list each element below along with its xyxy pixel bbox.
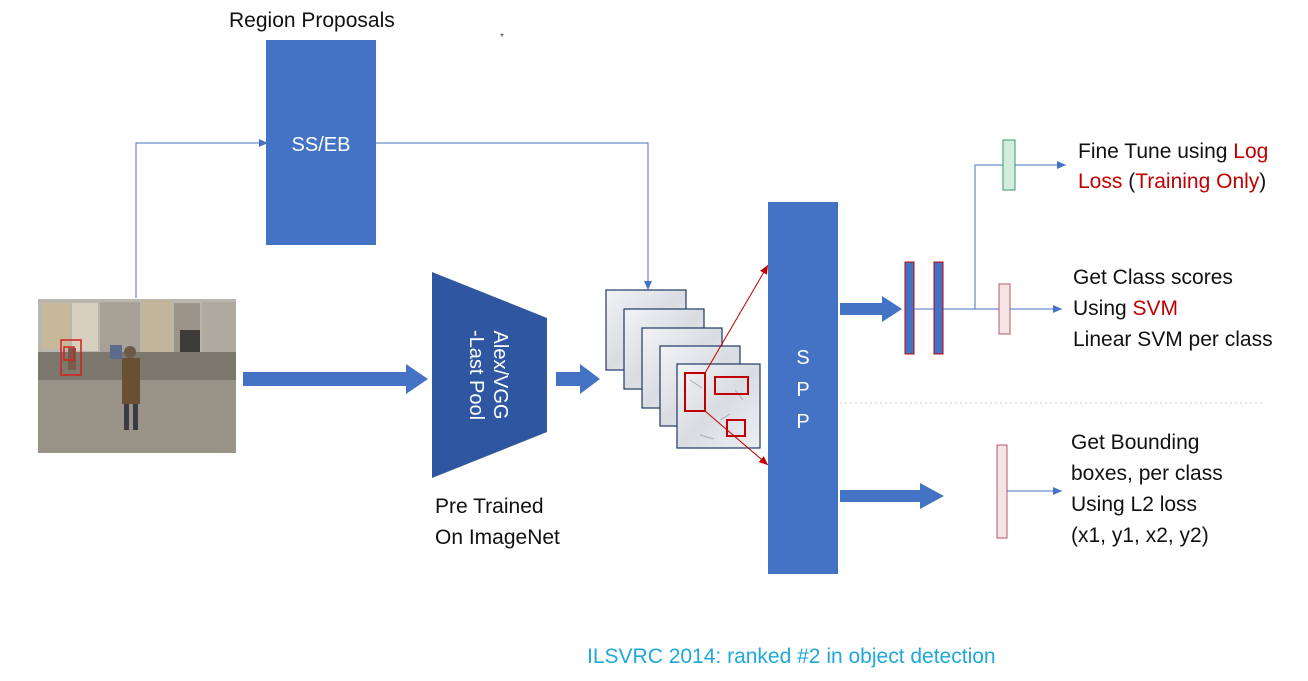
footer-caption: ILSVRC 2014: ranked #2 in object detecti…: [587, 645, 996, 668]
spp-to-bbox-arrow: [840, 483, 944, 509]
roi-boxes: [684, 372, 749, 437]
street-scene-photo: [38, 299, 236, 453]
fine-tune-open-paren: (: [1122, 170, 1136, 193]
image-to-proposals-arrow: [135, 139, 268, 298]
roi-to-spp-bottom-arrow: [704, 410, 769, 466]
cnn-to-featuremap-arrow: [556, 364, 600, 394]
region-proposals-title: Region Proposals: [229, 9, 395, 32]
log-highlight: Log: [1233, 140, 1269, 163]
backbone-label: Alex/VGG: [489, 331, 511, 420]
class-scores-line3: Linear SVM per class: [1073, 328, 1273, 351]
fc-layer-2: [933, 261, 944, 355]
fine-tune-line1-text: Fine Tune using: [1078, 140, 1234, 163]
fc-to-finetune-connector: [943, 164, 1003, 310]
bbox-output-bar: [996, 444, 1008, 539]
feature-map-stack: [605, 289, 761, 449]
class-scores-using: Using: [1073, 297, 1133, 320]
loss-highlight: Loss: [1078, 170, 1123, 193]
bbox-line1: Get Bounding: [1071, 431, 1200, 454]
pretrained-caption-line2: On ImageNet: [435, 526, 560, 549]
fine-tune-line1: Fine Tune using Log: [1078, 136, 1268, 167]
training-only-highlight: Training Only: [1135, 170, 1260, 193]
region-proposal-block: [266, 40, 376, 245]
svg-text:*: *: [500, 32, 504, 43]
fine-tune-output-bar: [1002, 139, 1016, 191]
spp-letter-3: P: [796, 411, 809, 433]
cnn-backbone-block: [432, 272, 547, 478]
class-scores-line1: Get Class scores: [1073, 266, 1233, 289]
proposals-to-featuremap-arrow: [376, 142, 652, 290]
fc-layer-1: [904, 261, 915, 355]
fine-tune-close-paren: ): [1259, 170, 1267, 193]
bbox-line3: Using L2 loss: [1071, 493, 1198, 516]
spp-layer-block: [768, 202, 838, 574]
svm-highlight: SVM: [1132, 297, 1179, 320]
roi-to-spp-top-arrow: [704, 264, 769, 374]
class-score-output-bar: [998, 283, 1011, 335]
class-scores-line2: Using SVM: [1073, 293, 1178, 324]
spp-to-fc-arrow: [840, 296, 902, 322]
backbone-sublabel: -Last Pool: [465, 330, 487, 420]
image-to-cnn-arrow: [243, 364, 428, 394]
bbox-line2: boxes, per class: [1071, 462, 1223, 485]
pretrained-caption-line1: Pre Trained: [435, 495, 544, 518]
bbox-line4: (x1, y1, x2, y2): [1071, 524, 1209, 547]
fine-tune-line2: Loss (Training Only): [1078, 166, 1266, 197]
proposal-method-label: SS/EB: [292, 134, 351, 156]
spp-letter-2: P: [796, 379, 809, 401]
spp-letter-1: S: [796, 347, 809, 369]
